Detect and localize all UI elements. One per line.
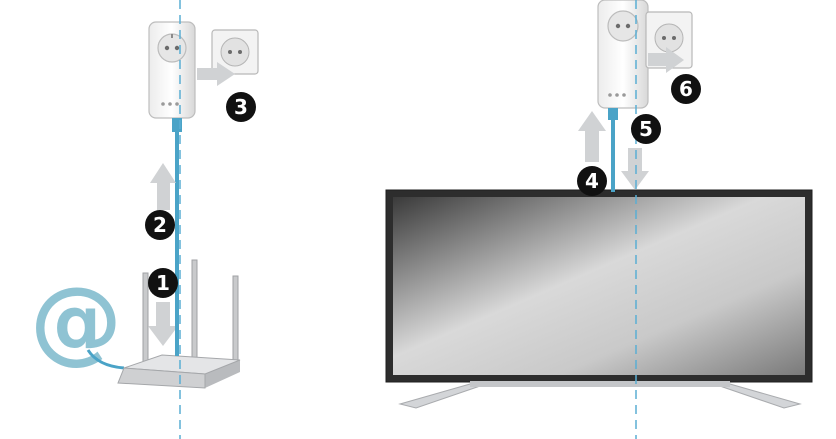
step-badge-3: 3 <box>226 92 256 122</box>
step-badge-6: 6 <box>671 74 701 104</box>
arrow-down-icon <box>148 302 178 346</box>
step-number: 3 <box>234 95 248 119</box>
arrow-up-icon <box>578 111 606 162</box>
arrow-right-icon <box>197 62 235 86</box>
arrow-up-icon <box>150 163 176 210</box>
internet-cable <box>86 349 125 370</box>
step-badge-1: 1 <box>148 268 178 298</box>
step-badge-4: 4 <box>577 166 607 196</box>
step-number: 1 <box>156 271 170 295</box>
step-number: 2 <box>153 213 167 237</box>
step-badge-5: 5 <box>631 114 661 144</box>
step-number: 4 <box>585 169 599 193</box>
wall-socket-icon <box>211 29 259 75</box>
router-icon <box>117 259 241 389</box>
arrow-right-icon <box>648 47 684 73</box>
step-number: 5 <box>639 117 653 141</box>
step-number: 6 <box>679 77 693 101</box>
internet-icon: @ <box>30 267 125 374</box>
arrow-down-icon <box>621 148 649 190</box>
step-badge-2: 2 <box>145 210 175 240</box>
tv-icon <box>385 189 813 409</box>
powerline-adapter-icon <box>597 0 649 120</box>
at-sign-icon: @ <box>30 267 122 374</box>
powerline-adapter-icon <box>148 21 196 132</box>
